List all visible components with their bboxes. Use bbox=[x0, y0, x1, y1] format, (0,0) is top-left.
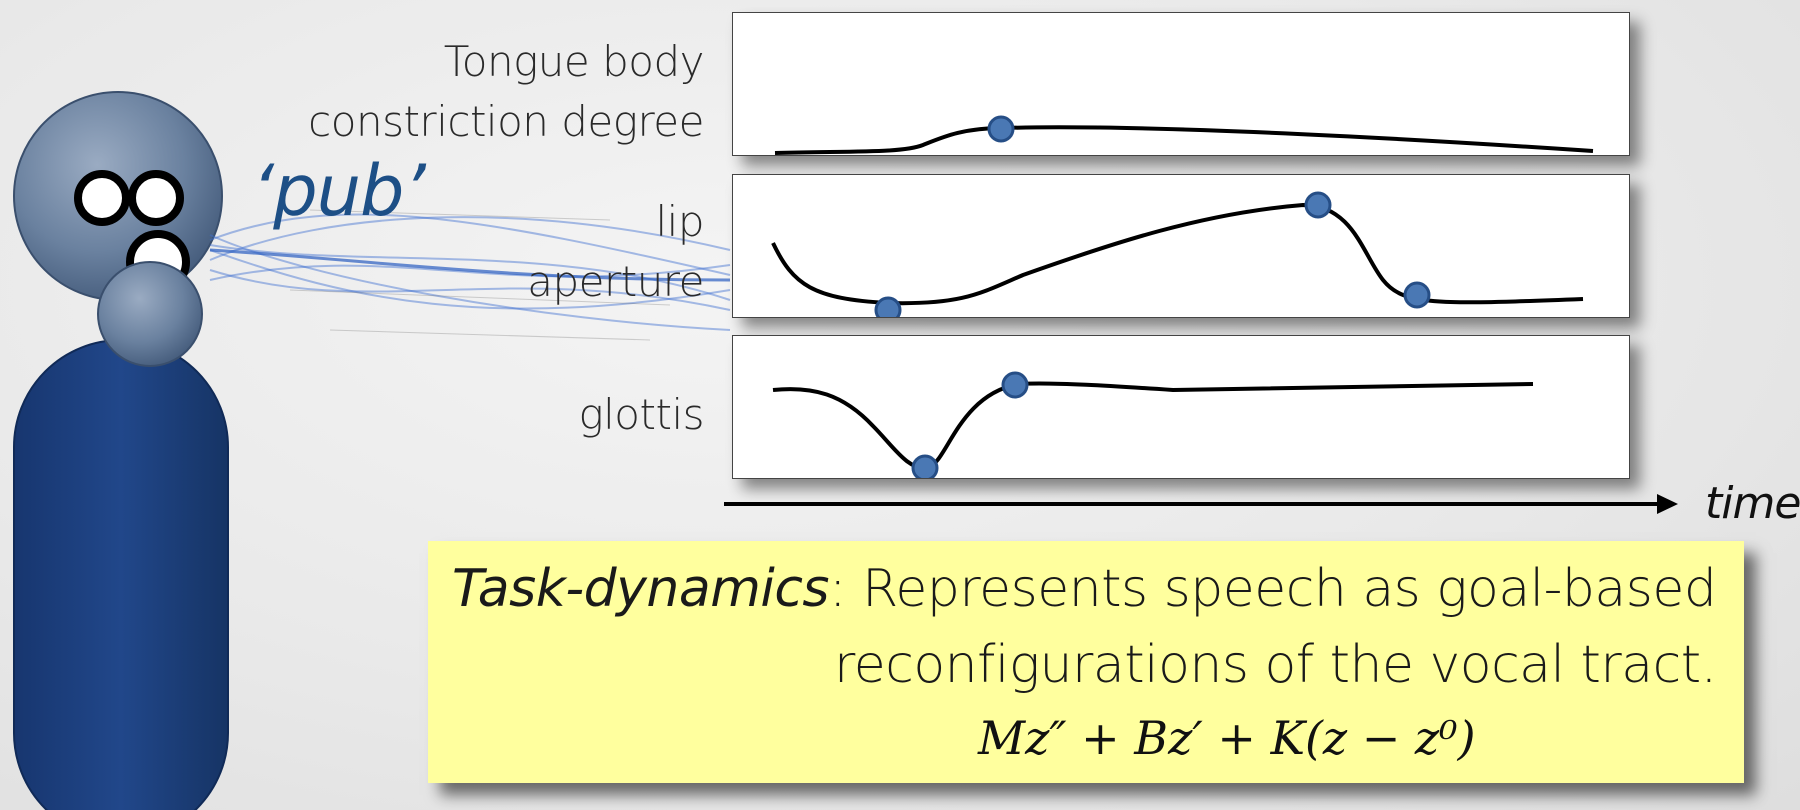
panel-lip-aperture bbox=[732, 174, 1630, 318]
trajectory-glottis bbox=[772, 381, 1534, 471]
target-point bbox=[911, 454, 939, 478]
task-dynamics-note: Task-dynamics: Represents speech as goal… bbox=[428, 541, 1744, 783]
note-line-1-text: : Represents speech as goal-based bbox=[829, 559, 1717, 619]
target-point bbox=[1304, 191, 1332, 219]
spoken-word: ‘pub’ bbox=[252, 150, 426, 232]
row-label-lip-aperture: lip aperture bbox=[527, 192, 704, 312]
articulation-streams-icon bbox=[209, 209, 731, 341]
time-arrow-icon bbox=[724, 494, 1678, 514]
panel-glottis bbox=[732, 335, 1630, 479]
row-label-line: aperture bbox=[527, 257, 704, 306]
time-axis-label: time bbox=[1705, 478, 1800, 529]
target-point bbox=[874, 296, 902, 317]
row-label-line: Tongue body bbox=[443, 37, 705, 86]
row-label-tongue-body: Tongue body constriction degree bbox=[308, 32, 704, 152]
row-label-line: glottis bbox=[578, 390, 704, 439]
note-line-2: reconfigurations of the vocal tract. bbox=[834, 635, 1717, 695]
row-label-glottis: glottis bbox=[578, 385, 704, 445]
panel-tongue-body bbox=[732, 12, 1630, 156]
note-term: Task-dynamics bbox=[452, 559, 830, 619]
speaker-figure-icon bbox=[13, 91, 229, 810]
note-line-1: Task-dynamics: Represents speech as goal… bbox=[452, 559, 1717, 619]
target-point bbox=[987, 115, 1015, 143]
row-label-line: lip bbox=[655, 197, 705, 246]
row-label-line: constriction degree bbox=[308, 97, 704, 146]
target-point bbox=[1403, 281, 1431, 309]
dynamics-equation: Mz″ + Bz′ + K(z − z⁰) bbox=[978, 711, 1476, 765]
trajectory-tongue-body bbox=[774, 125, 1594, 155]
trajectory-lip-aperture bbox=[771, 202, 1584, 306]
target-point bbox=[1001, 371, 1029, 399]
